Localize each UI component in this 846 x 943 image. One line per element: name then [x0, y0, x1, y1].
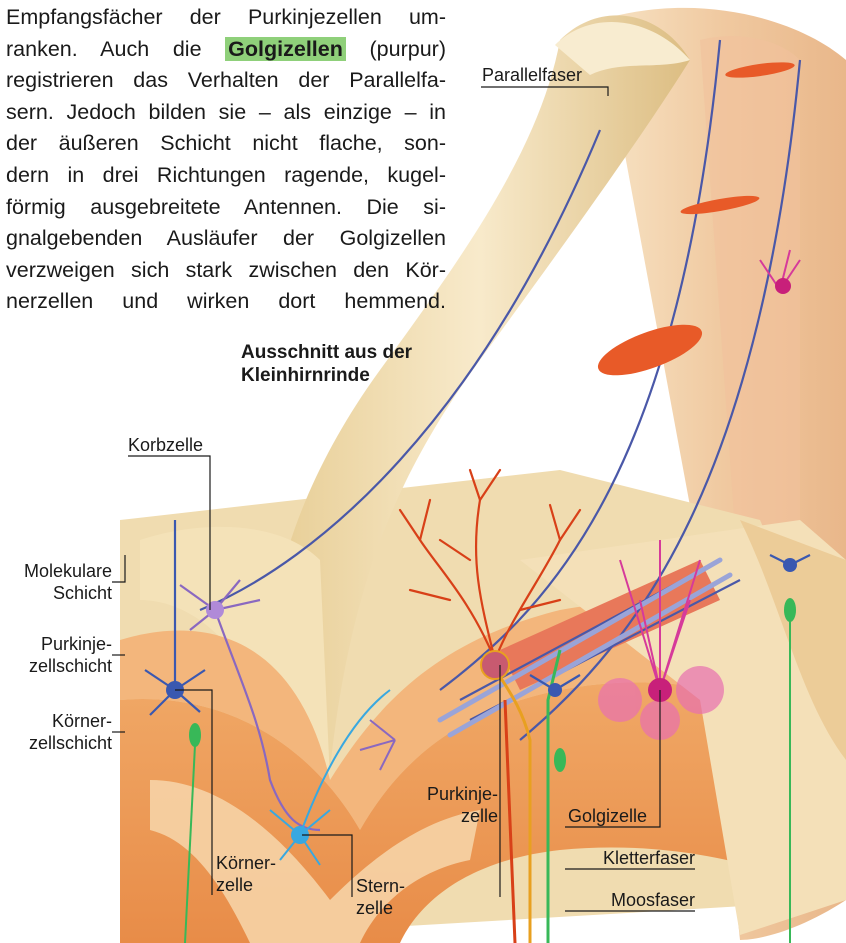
granule-soma-2	[548, 683, 562, 697]
granule-soma-3	[783, 558, 797, 572]
label-koernerzelle: Körner- zelle	[216, 852, 276, 896]
label-korbzelle: Korbzelle	[128, 434, 203, 456]
text-line-2-a: ranken. Auch die	[6, 37, 225, 61]
label-sternzelle-2: zelle	[356, 897, 405, 919]
label-koerner-schicht-2: zellschicht	[0, 732, 112, 754]
label-molekulare-2: Schicht	[0, 582, 112, 604]
label-purkinjezelle-2: zelle	[400, 805, 498, 827]
label-molekulare-schicht: Molekulare Schicht	[0, 560, 112, 604]
text-line-10: nerzellen und wirken dort hemmend.	[6, 286, 446, 318]
label-kletterfaser: Kletterfaser	[560, 847, 695, 869]
label-purkinjezelle-1: Purkinje-	[400, 783, 498, 805]
label-koernerzellschicht: Körner- zellschicht	[0, 710, 112, 754]
label-purkinje-schicht-1: Purkinje-	[0, 633, 112, 655]
highlight-golgizellen: Golgizellen	[225, 37, 346, 61]
body-text: Empfangsfächer der Purkinjezellen um- ra…	[6, 2, 446, 318]
basket-soma	[206, 601, 224, 619]
text-line-8: gnalgebenden Ausläufer der Golgizellen	[6, 223, 446, 255]
text-line-5: der äußeren Schicht nicht flache, son-	[6, 128, 446, 160]
label-purkinjezellschicht: Purkinje- zellschicht	[0, 633, 112, 677]
purkinje-soma	[481, 651, 509, 679]
text-line-4: sern. Jedoch bilden sie – als einzige – …	[6, 97, 446, 129]
label-moosfaser: Moosfaser	[560, 889, 695, 911]
figure-title-line-2: Kleinhirnrinde	[241, 364, 412, 387]
label-koerner-schicht-1: Körner-	[0, 710, 112, 732]
golgi-soma-upper	[775, 278, 791, 294]
label-koernerzelle-2: zelle	[216, 874, 276, 896]
text-line-6: dern in drei Richtungen ragende, kugel-	[6, 160, 446, 192]
label-purkinjezelle: Purkinje- zelle	[400, 783, 498, 827]
text-line-2-b: (purpur)	[370, 37, 446, 61]
label-parallelfaser: Parallelfaser	[482, 64, 582, 86]
figure-title-line-1: Ausschnitt aus der	[241, 341, 412, 364]
text-line-2: ranken. Auch die Golgizellen (purpur)	[6, 34, 446, 66]
label-sternzelle: Stern- zelle	[356, 875, 405, 919]
label-koernerzelle-1: Körner-	[216, 852, 276, 874]
label-purkinje-schicht-2: zellschicht	[0, 655, 112, 677]
text-line-1: Empfangsfächer der Purkinjezellen um-	[6, 2, 446, 34]
label-sternzelle-1: Stern-	[356, 875, 405, 897]
text-line-7: förmig ausgebreitete Antennen. Die si-	[6, 192, 446, 224]
label-molekulare-1: Molekulare	[0, 560, 112, 582]
label-golgizelle: Golgizelle	[568, 805, 647, 827]
text-line-9: verzweigen sich stark zwischen den Kör-	[6, 255, 446, 287]
text-line-3: registrieren das Verhalten der Parallelf…	[6, 65, 446, 97]
figure-title: Ausschnitt aus der Kleinhirnrinde	[241, 341, 412, 387]
